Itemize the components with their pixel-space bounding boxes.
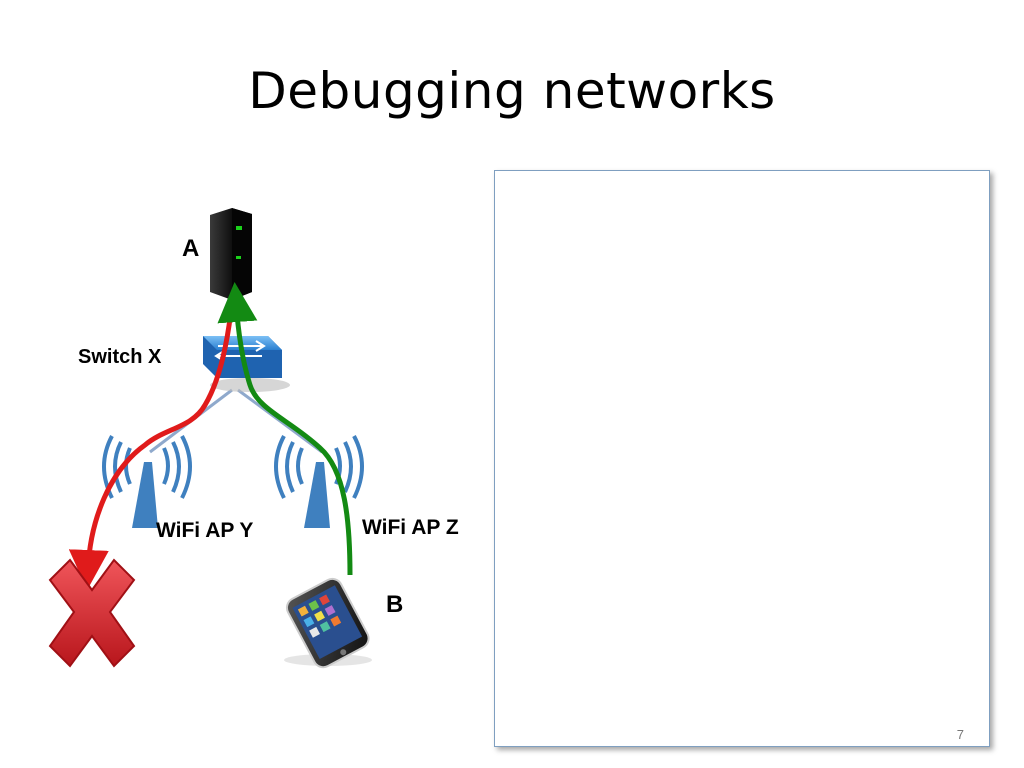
- wifi-ap-icon: [274, 435, 364, 528]
- network-diagram: A Switch X WiFi AP Y WiFi AP Z B: [0, 0, 490, 768]
- content-box: 7: [494, 170, 990, 747]
- server-label: A: [182, 235, 200, 262]
- switch-label: Switch X: [78, 346, 162, 368]
- diagram-canvas: [48, 208, 372, 669]
- ap-z-label: WiFi AP Z: [362, 516, 459, 539]
- smartphone-icon: [284, 577, 372, 669]
- ap-y-label: WiFi AP Y: [156, 519, 254, 542]
- link-lines: [149, 388, 323, 454]
- failure-x-icon: [48, 558, 136, 668]
- working-path-arrow: [217, 282, 353, 576]
- slide-title: Debugging networks: [248, 62, 776, 120]
- phone-label: B: [386, 591, 404, 618]
- wifi-ap-icon: [102, 435, 192, 528]
- failed-path-arrow: [68, 301, 235, 590]
- server-icon: [210, 208, 252, 300]
- page-number: 7: [956, 727, 964, 742]
